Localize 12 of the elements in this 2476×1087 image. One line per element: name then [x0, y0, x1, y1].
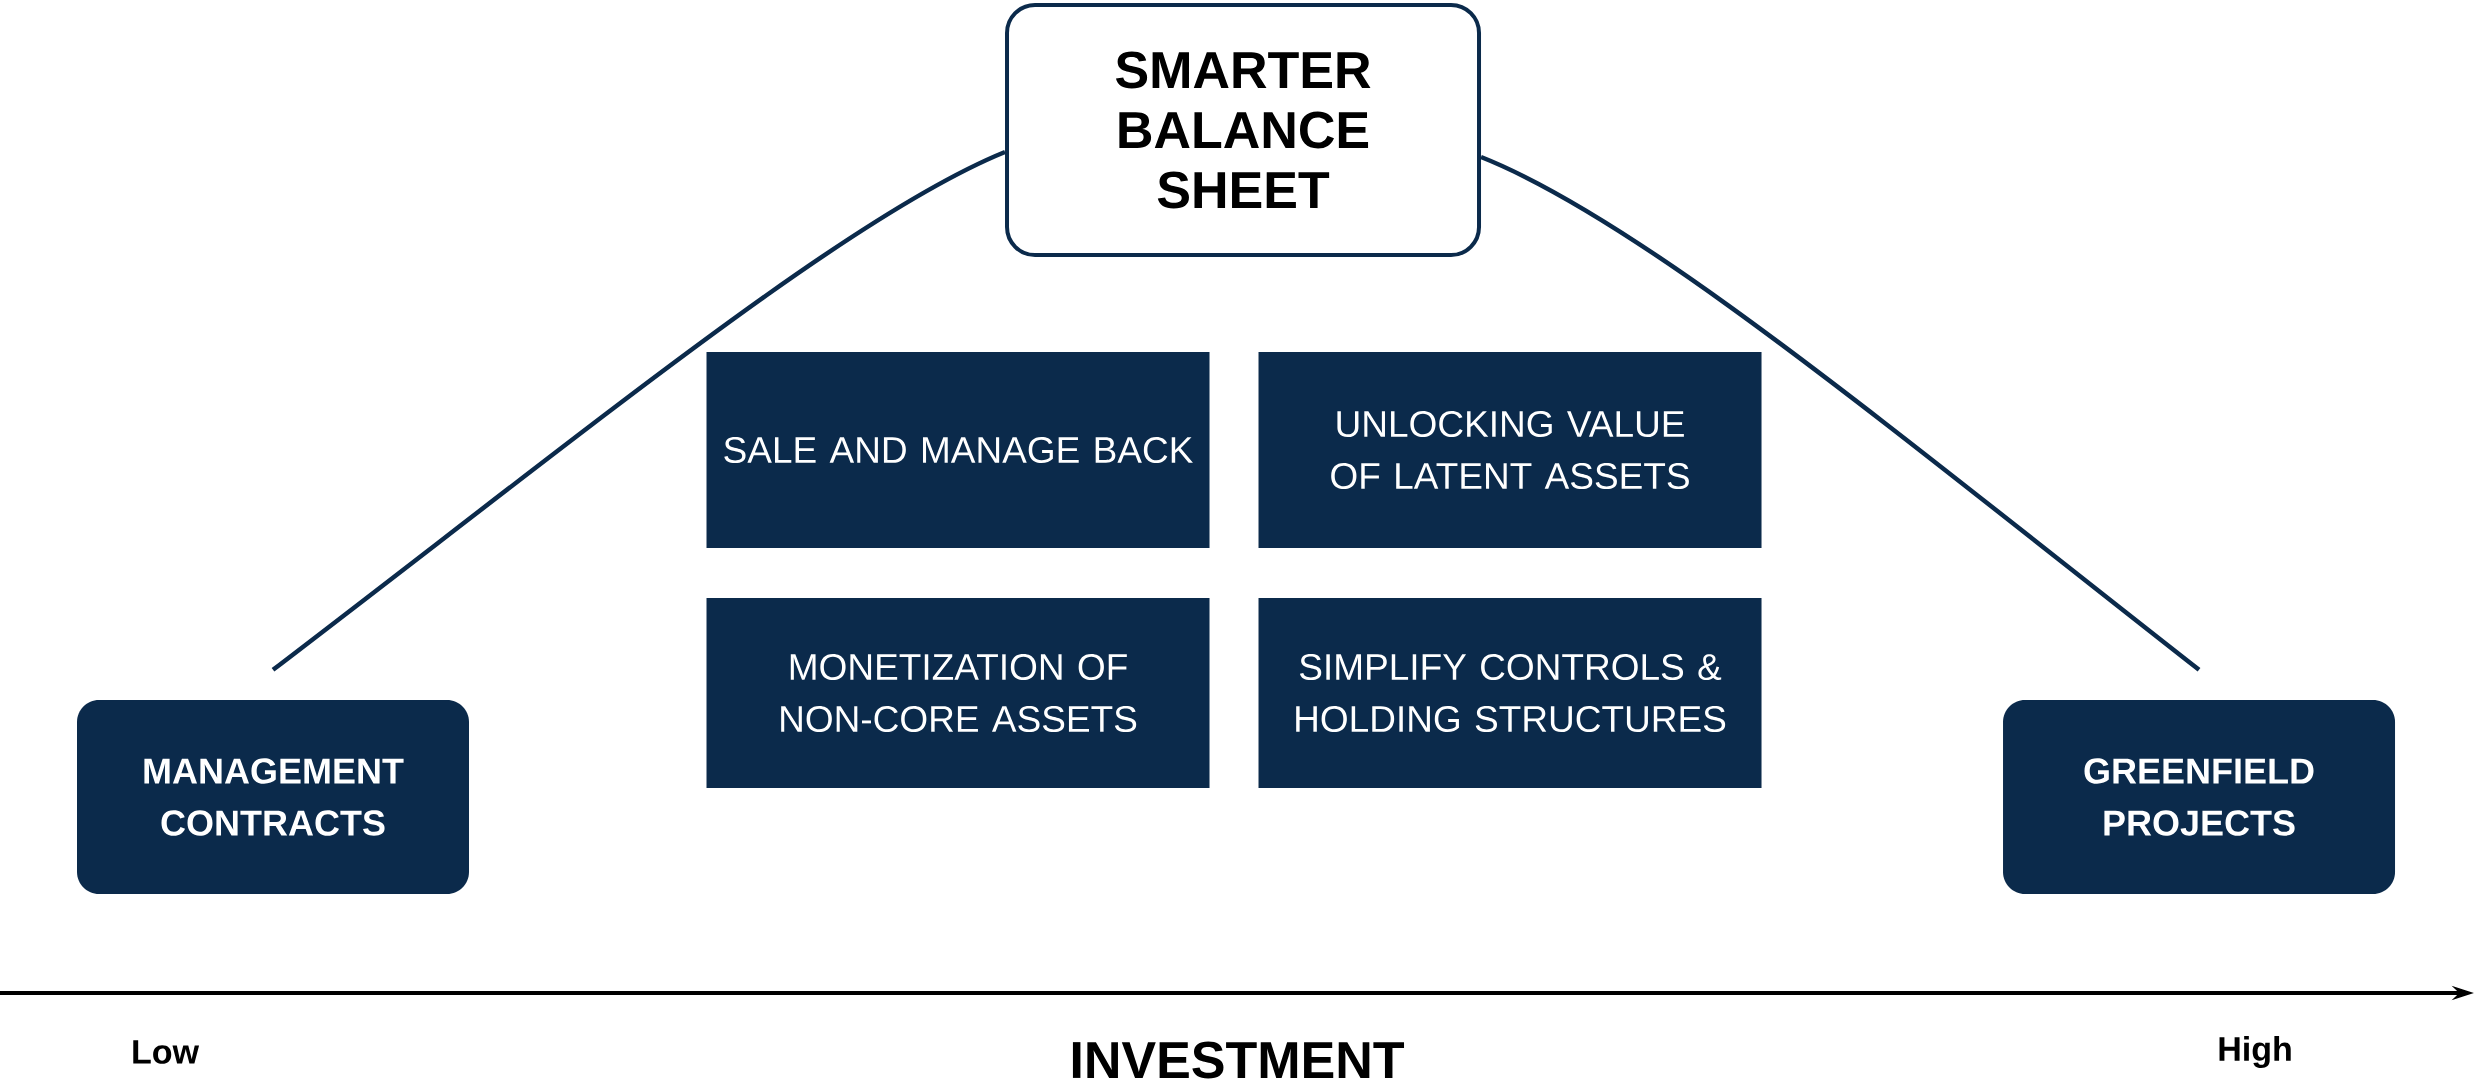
rounded-box: MANAGEMENT CONTRACTS — [77, 700, 469, 894]
strategy-box: MONETIZATION OF NON-CORE ASSETS — [706, 598, 1210, 788]
strategy-box: UNLOCKING VALUE OF LATENT ASSETS — [1258, 352, 1762, 548]
curve-line — [1480, 154, 2201, 672]
axis-title: INVESTMENT — [1072, 1041, 1405, 1079]
rounded-box: SMARTER BALANCE SHEET — [1005, 3, 1481, 257]
axis-label: High — [2219, 1036, 2291, 1068]
curve-line — [271, 149, 1006, 672]
strategy-box: SALE AND MANAGE BACK — [706, 352, 1210, 548]
rounded-box: GREENFIELD PROJECTS — [2003, 700, 2396, 894]
strategy-box: SIMPLIFY CONTROLS & HOLDING STRUCTURES — [1258, 598, 1762, 788]
axis-label: Low — [133, 1040, 200, 1064]
